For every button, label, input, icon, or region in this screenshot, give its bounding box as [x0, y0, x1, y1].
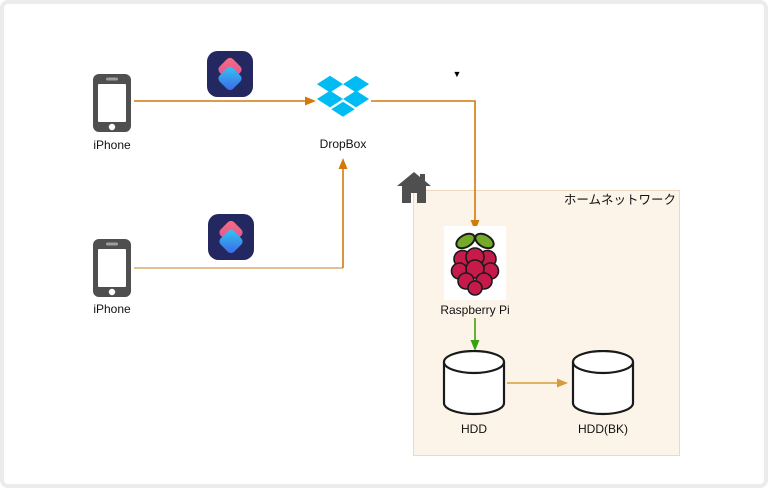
iphone-icon[interactable]	[92, 238, 132, 298]
dropbox-label: DropBox	[319, 137, 367, 151]
home-icon	[397, 172, 431, 203]
home-network-label: ホームネットワーク	[563, 193, 676, 207]
hdd-label: HDD	[461, 422, 487, 436]
shortcuts-app-icon[interactable]	[207, 51, 253, 97]
hdd-bk-label: HDD(BK)	[578, 422, 628, 436]
hdd-cylinder-icon[interactable]	[442, 350, 506, 416]
shortcuts-app-icon[interactable]	[208, 214, 254, 260]
raspberry-pi-icon[interactable]	[445, 228, 505, 298]
iphone1-label: iPhone	[93, 138, 131, 152]
iphone2-label: iPhone	[93, 302, 131, 316]
collapse-arrow-icon[interactable]: ▼	[452, 69, 462, 79]
dropbox-icon[interactable]	[316, 74, 370, 124]
iphone-icon[interactable]	[92, 73, 132, 133]
raspberry-pi-label: Raspberry Pi	[440, 303, 510, 317]
connector-iphone1-to-dropbox[interactable]	[134, 96, 316, 106]
hdd-cylinder-icon[interactable]	[571, 350, 635, 416]
